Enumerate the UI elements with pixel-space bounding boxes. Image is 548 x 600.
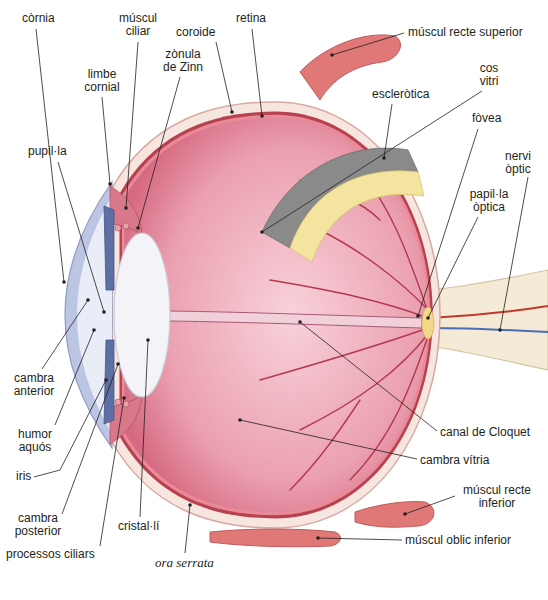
leader-line [58,162,104,312]
leader-dot [498,328,502,332]
leader-line [140,340,148,517]
leader-line [62,364,118,514]
nerve-vein [430,328,548,332]
leader-dot [316,536,320,540]
process [123,401,129,407]
leader-line [126,42,138,208]
part-label: múscul recte superior [408,26,523,39]
leader-dot [92,328,96,332]
part-label: canal de Cloquet [440,426,530,439]
vessel [290,400,360,490]
inferior-rectus [355,502,434,528]
iris [104,206,114,290]
leader-line [102,97,110,184]
vessel [320,230,428,310]
leader-line [318,538,402,540]
part-label: nervi òptic [500,150,536,176]
part-label: retina [236,12,266,25]
leader-line [240,420,417,459]
leader-dot [124,206,128,210]
part-label: escleròtica [372,88,429,101]
leader-dot [188,503,192,507]
vessel [260,328,428,380]
part-label: ora serrata [155,556,214,569]
part-label: cambra vítria [420,454,489,467]
part-label: pupil·la [28,145,67,158]
part-label: cambra anterior [6,372,62,398]
part-label: cos vitri [474,62,504,88]
leader-dot [116,362,120,366]
sclera [112,102,440,528]
leader-line [418,129,478,316]
leader-line [185,505,190,553]
retina-cut [290,171,424,262]
leader-dot [122,396,126,400]
part-label: iris [16,470,31,483]
leader-dot [330,53,334,57]
leader-dot [416,314,420,318]
leader-lines [34,29,528,553]
leader-dots [62,53,502,540]
optic-disc [422,307,434,339]
part-label: fòvea [472,112,501,125]
part-label: múscul oblic inferior [405,534,511,547]
leader-line [252,29,262,116]
part-label: múscul ciliar [113,12,163,38]
part-label: papil·la òptica [464,188,514,214]
ciliary-body [110,186,142,234]
process [115,399,121,405]
leader-dot [426,316,430,320]
leader-dot [382,156,386,160]
leader-dot [260,230,264,234]
nerve-artery [430,306,548,318]
vessel [350,336,428,480]
leader-dot [108,182,112,186]
leader-line [332,33,404,55]
optic-nerve [430,270,548,370]
leader-dot [136,226,140,230]
leader-dot [260,114,264,118]
leader-line [300,322,437,431]
leader-line [405,496,455,514]
part-label: còrnia [22,12,55,25]
part-label: processos ciliars [6,548,95,561]
leader-line [262,91,482,232]
leader-line [55,330,94,425]
leader-line [42,300,88,369]
leader-dot [86,298,90,302]
leader-line [138,77,180,228]
leader-dot [298,320,302,324]
process [115,225,121,231]
leader-dot [102,310,106,314]
part-label: múscul recte inferior [458,484,536,510]
hyaloid-canal [168,311,422,328]
iris [104,340,114,424]
part-label: cristal·lí [118,520,159,533]
lens [114,233,170,397]
vessel [270,280,428,318]
part-label: cambra posterior [10,512,66,538]
leader-line [428,217,478,318]
leader-dot [146,338,150,342]
ciliary-body [110,396,142,444]
part-label: humor aquós [12,428,58,454]
leader-dot [403,512,407,516]
leader-line [216,42,232,112]
part-label: limbe cornial [78,68,126,94]
part-label: zònula de Zinn [160,48,206,74]
process [123,223,129,229]
leader-dot [238,418,242,422]
leader-dot [62,280,66,284]
part-label: coroide [176,26,215,39]
leader-dot [230,110,234,114]
leader-dot [104,378,108,382]
